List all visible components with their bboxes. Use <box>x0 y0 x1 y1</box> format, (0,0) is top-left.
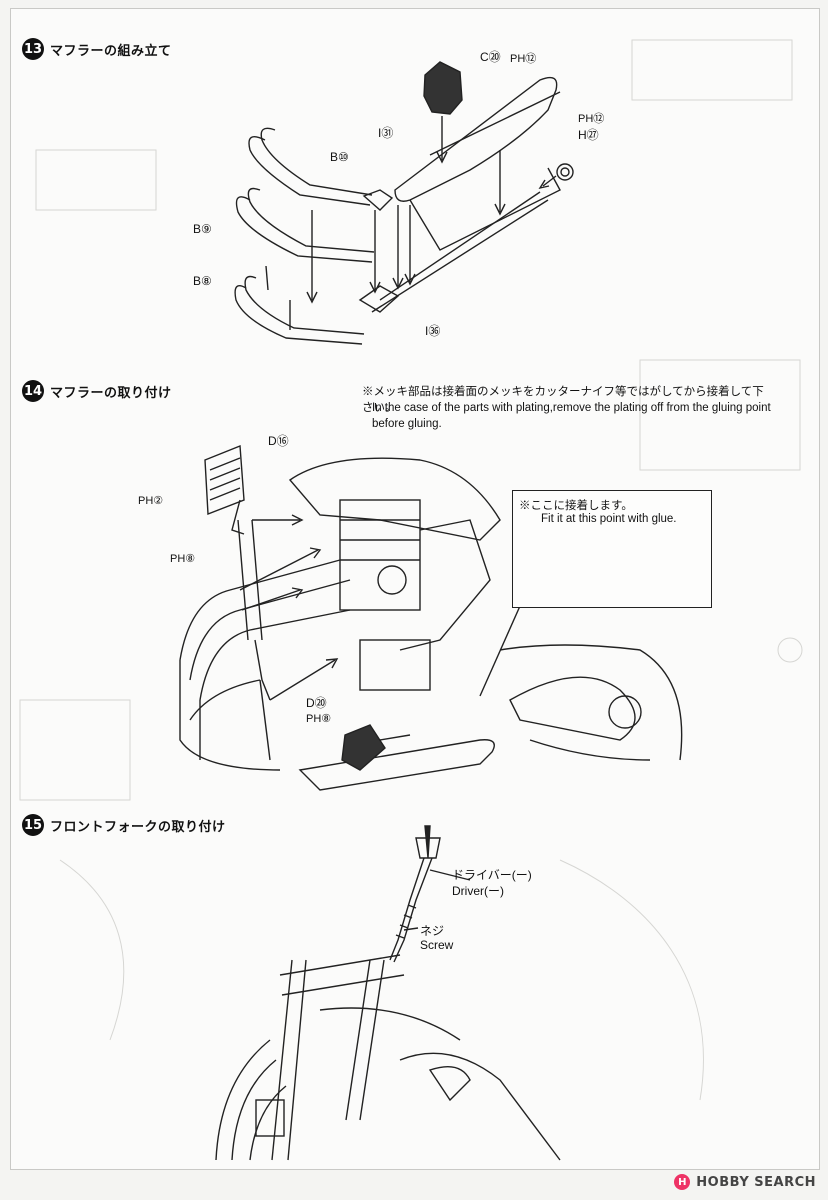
step-15-header: 15 フロントフォークの取り付け <box>22 814 226 836</box>
part-label-d16: D⑯ <box>268 434 289 448</box>
muffler-assembly-art <box>234 61 574 345</box>
step-number-badge: 15 <box>22 814 44 836</box>
plating-note-en: In the case of the parts with plating,re… <box>372 402 771 430</box>
part-label-ph8: PH⑧ <box>306 713 332 725</box>
brand-name: HOBBY SEARCH <box>696 1174 816 1190</box>
part-label-b8: B⑧ <box>193 274 212 288</box>
part-label-ph12: PH⑫ <box>510 53 537 65</box>
part-label-i36: I㊱ <box>425 324 441 338</box>
front-fork-art <box>215 825 561 1161</box>
step-number-badge: 14 <box>22 380 44 402</box>
step-number-badge: 13 <box>22 38 44 60</box>
part-label-ph2: PH② <box>138 495 164 507</box>
plating-note-jp: ※メッキ部品は接着面のメッキをカッターナイフ等ではがしてから接着して下さい。 <box>362 386 764 414</box>
part-label-i31: I㉛ <box>378 126 394 140</box>
part-label-b9: B⑨ <box>193 222 212 236</box>
step-title: フロントフォークの取り付け <box>50 819 226 835</box>
screw-label-jp: ネジ <box>420 924 445 938</box>
glue-point-callout: ※ここに接着します。 Fit it at this point with glu… <box>512 490 712 608</box>
callout-text-en: Fit it at this point with glue. <box>541 513 677 525</box>
part-label-b10: B⑩ <box>330 150 349 164</box>
hobby-search-logo-icon: H <box>674 1174 691 1190</box>
screw-label-en: Screw <box>420 938 454 952</box>
callout-text-jp: ※ここに接着します。 <box>519 500 633 512</box>
step-13-header: 13 マフラーの組み立て <box>22 38 172 60</box>
part-label-h27: H㉗ <box>578 128 599 142</box>
hobby-search-watermark: H HOBBY SEARCH <box>674 1174 816 1190</box>
part-label-ph12: PH⑫ <box>578 113 605 125</box>
part-label-ph8: PH⑧ <box>170 553 196 565</box>
step-14-header: 14 マフラーの取り付け <box>22 380 172 402</box>
driver-label-en: Driver(ー) <box>452 884 504 898</box>
part-label-d20: D⑳ <box>306 696 327 710</box>
step-title: マフラーの組み立て <box>50 43 172 59</box>
step-title: マフラーの取り付け <box>50 385 172 401</box>
part-label-c20: C⑳ <box>480 50 501 64</box>
driver-label-jp: ドライバー(ー) <box>452 868 532 882</box>
muffler-mount-art <box>179 444 683 791</box>
